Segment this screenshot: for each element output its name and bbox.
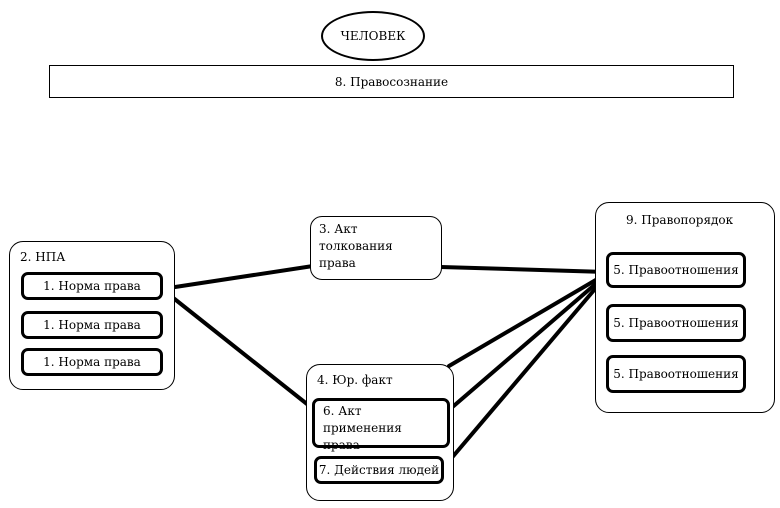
awareness-label: 8. Правосознание xyxy=(334,74,449,89)
line-norm-to-application xyxy=(160,287,314,410)
norm-box-2: 1. Норма права xyxy=(21,311,163,339)
norm-label: 1. Норма права xyxy=(43,279,141,293)
norm-box-1: 1. Норма права xyxy=(21,272,163,300)
line-legalfact-to-relations xyxy=(447,272,608,368)
interpretation-node: 3. Акт толкования права xyxy=(310,216,442,280)
law-order-label: 9. Правопорядок xyxy=(626,213,734,227)
actions-label: 7. Действия людей xyxy=(318,463,440,477)
relations-label: 5. Правоотношения xyxy=(613,316,739,330)
norm-label: 1. Норма права xyxy=(43,318,141,332)
awareness-node: 8. Правосознание xyxy=(49,65,734,98)
application-act-box: 6. Акт применения права xyxy=(312,398,450,452)
relations-box-2: 5. Правоотношения xyxy=(606,304,746,342)
line-application-to-relations xyxy=(447,273,608,412)
legal-fact-label: 4. Юр. факт xyxy=(317,373,393,387)
person-node: ЧЕЛОВЕК xyxy=(321,11,425,61)
interpretation-label: 3. Акт толкования права xyxy=(319,222,393,270)
norm-box-3: 1. Норма права xyxy=(21,348,163,376)
person-label: ЧЕЛОВЕК xyxy=(340,29,406,43)
npa-label: 2. НПА xyxy=(20,250,66,264)
relations-box-1: 5. Правоотношения xyxy=(606,252,746,288)
relations-label: 5. Правоотношения xyxy=(613,263,739,277)
application-act-label: 6. Акт применения права xyxy=(323,404,402,452)
relations-box-3: 5. Правоотношения xyxy=(606,355,746,393)
line-interpretation-to-relations xyxy=(439,265,608,274)
relations-label: 5. Правоотношения xyxy=(613,367,739,381)
line-actions-to-relations xyxy=(442,274,608,469)
line-norm-to-interpretation xyxy=(160,264,315,291)
actions-box: 7. Действия людей xyxy=(314,456,444,484)
norm-label: 1. Норма права xyxy=(43,355,141,369)
